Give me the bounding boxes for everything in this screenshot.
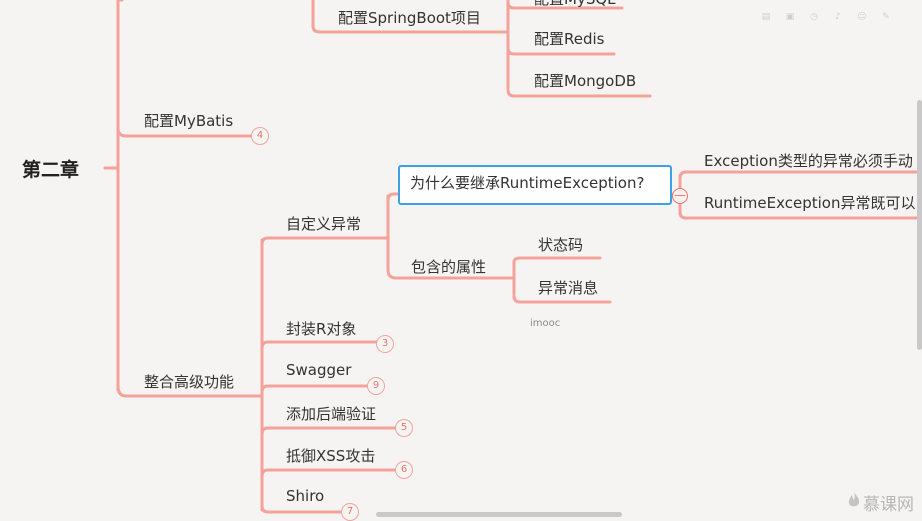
node-exception-note[interactable]: Exception类型的异常必须手动 (704, 152, 913, 170)
emoji-icon[interactable]: ☺ (857, 12, 867, 22)
node-swagger[interactable]: Swagger (286, 361, 352, 379)
child-count-badge[interactable]: 9 (367, 377, 385, 395)
image-icon[interactable]: ▣ (785, 12, 795, 22)
watermark: imooc (530, 318, 561, 329)
child-count-badge[interactable]: 4 (251, 127, 269, 145)
sound-icon[interactable]: ♪ (835, 12, 841, 22)
node-status-code[interactable]: 状态码 (538, 236, 584, 254)
node-mysql[interactable]: 配置MySQL (534, 0, 616, 9)
brand-name: 慕课网 (863, 495, 914, 515)
horizontal-scrollbar[interactable] (376, 512, 622, 517)
root-node[interactable]: 第二章 (22, 159, 80, 181)
node-why-runtime[interactable]: 为什么要继承RuntimeException? (410, 174, 645, 192)
vertical-scrollbar[interactable] (917, 100, 922, 350)
flame-icon (848, 492, 860, 513)
node-xss[interactable]: 抵御XSS攻击 (286, 447, 376, 465)
clock-icon[interactable]: ◷ (810, 12, 818, 22)
selected-node-frame[interactable] (398, 165, 672, 205)
node-mongodb[interactable]: 配置MongoDB (534, 72, 637, 90)
child-count-badge[interactable]: 7 (341, 503, 359, 521)
collapse-button[interactable]: — (672, 188, 688, 204)
child-count-badge[interactable]: 6 (395, 461, 413, 479)
brand-logo: 慕课网 (848, 490, 914, 515)
node-mybatis[interactable]: 配置MyBatis (144, 112, 234, 130)
node-springboot[interactable]: 配置SpringBoot项目 (338, 9, 481, 27)
node-attrs[interactable]: 包含的属性 (411, 258, 487, 276)
node-advanced[interactable]: 整合高级功能 (144, 373, 235, 391)
child-count-badge[interactable]: 3 (376, 335, 394, 353)
node-shiro[interactable]: Shiro (286, 487, 325, 505)
node-redis[interactable]: 配置Redis (534, 30, 605, 48)
toolbar: ▤ ▣ ◷ ♪ ☺ ✎ (760, 12, 892, 22)
child-count-badge[interactable]: 5 (395, 419, 413, 437)
pin-icon[interactable]: ✎ (882, 12, 890, 22)
node-runtime-note[interactable]: RuntimeException异常既可以 (704, 194, 916, 212)
node-backend-validation[interactable]: 添加后端验证 (286, 405, 377, 423)
node-error-msg[interactable]: 异常消息 (538, 279, 599, 297)
node-r-object[interactable]: 封装R对象 (286, 320, 357, 338)
menu-icon[interactable]: ▤ (761, 12, 771, 22)
node-custom-exception[interactable]: 自定义异常 (286, 215, 362, 233)
